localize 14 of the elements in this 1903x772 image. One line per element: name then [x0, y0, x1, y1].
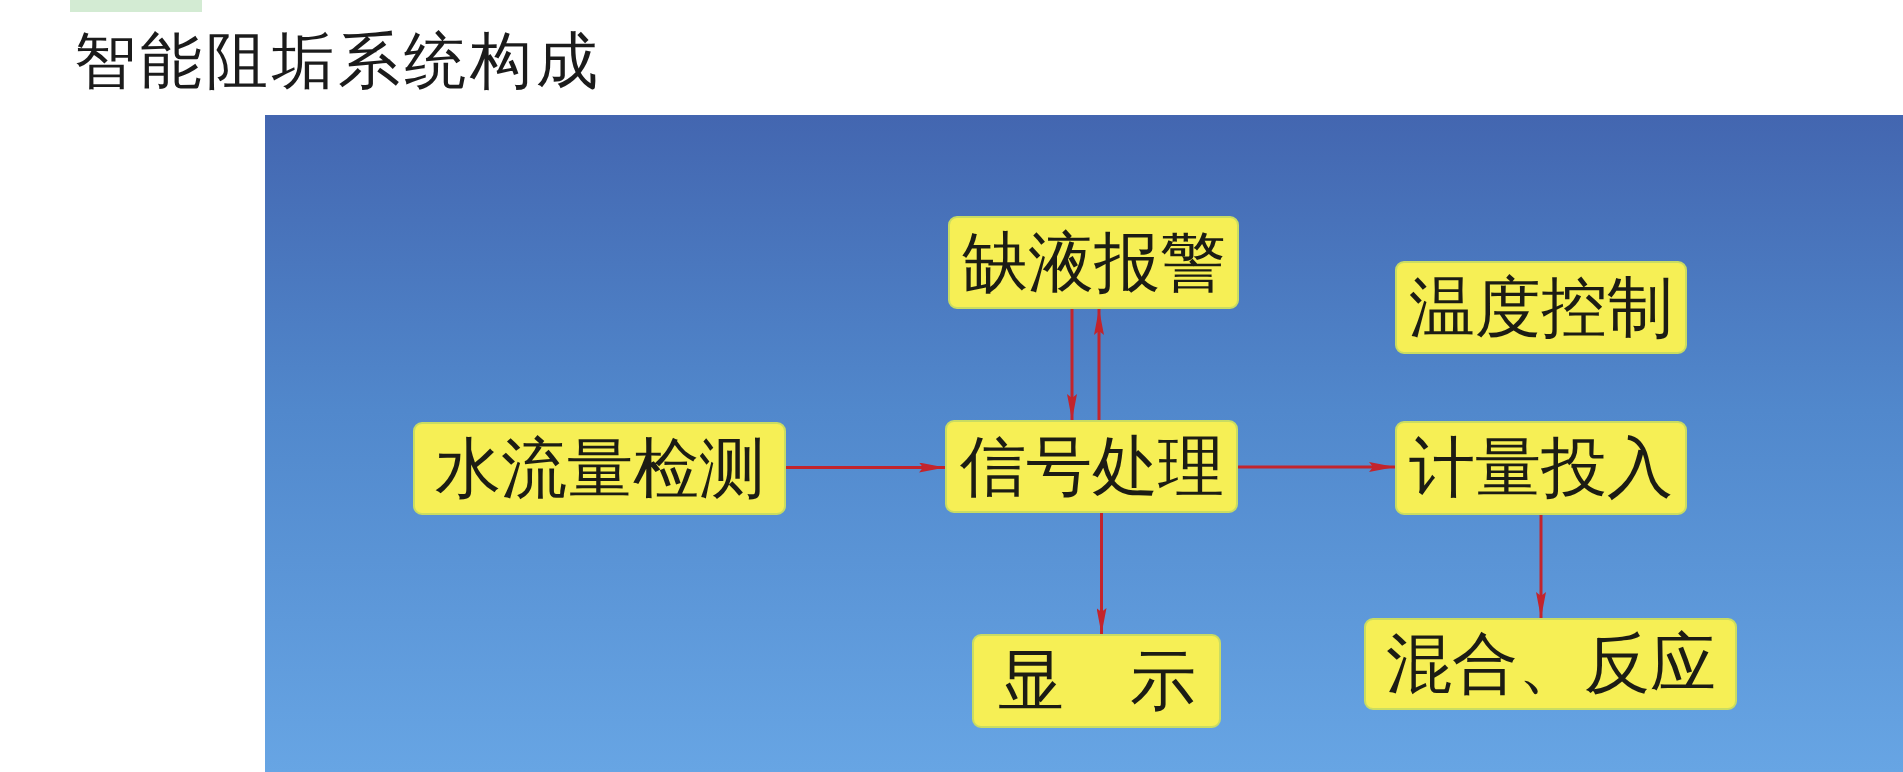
process-box: 混合、反应: [1364, 618, 1737, 710]
arrow: [1536, 515, 1546, 618]
arrow: [1094, 309, 1104, 420]
process-box: 水流量检测: [413, 422, 786, 515]
arrow: [786, 462, 945, 473]
process-box: 信号处理: [945, 420, 1238, 513]
process-box: 温度控制: [1395, 261, 1687, 354]
arrow: [1238, 462, 1395, 472]
process-box: 显 示: [972, 634, 1221, 728]
process-box: 计量投入: [1395, 421, 1687, 515]
process-box: 缺液报警: [948, 216, 1239, 309]
arrow: [1067, 309, 1077, 420]
title: 智能阻垢系统构成: [74, 30, 602, 92]
arrow: [1096, 513, 1107, 634]
